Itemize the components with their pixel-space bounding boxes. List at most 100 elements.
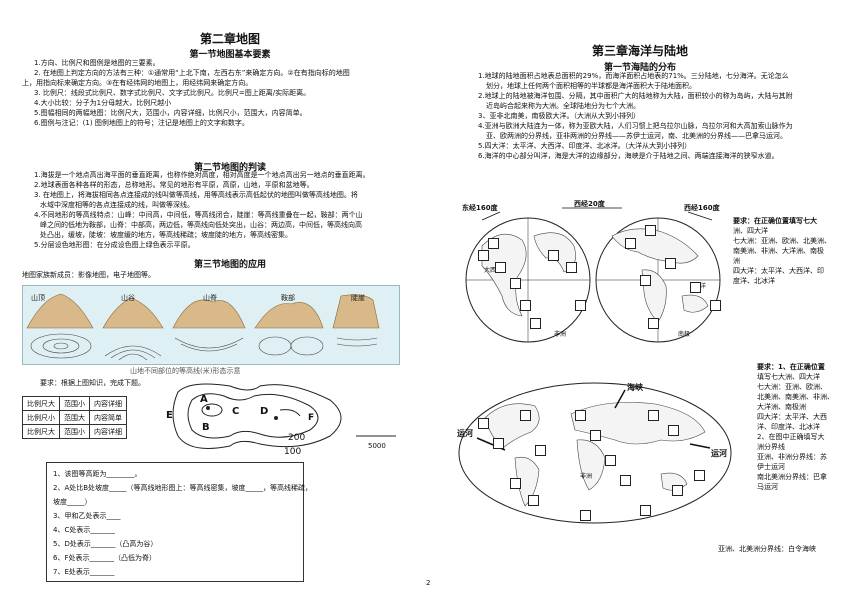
answer-box[interactable] [510, 278, 521, 289]
question-6: 6、F处表示_______（凸低为脊） [53, 554, 156, 562]
right-line-2: 划分，地球上任何两个面积相等的半球都是海洋面积大于陆地面积。 [486, 82, 696, 90]
answer-box[interactable] [645, 225, 656, 236]
req2-line: 南北美洲分界线：巴拿 [757, 473, 827, 481]
hemi-label-nanji: 南极 [678, 330, 690, 338]
hemi-label-east160: 东经160度 [462, 203, 499, 212]
sec2-line-4: 水域中深度相等的各点连接成的线，叫做等深线。 [40, 201, 194, 209]
table-cell: 比例尺小 [22, 410, 60, 425]
answer-box[interactable] [520, 300, 531, 311]
question-2: 2、A处比B处坡度_____（等高线地形图上：等高线密集，坡度_____，等高线… [53, 484, 313, 492]
terrain-label-peak: 山顶 [31, 293, 45, 302]
right-sec1-title: 第一节海陆的分布 [603, 63, 676, 73]
req2-line: 洋、印度洋、北冰洋 [757, 423, 820, 431]
scale-table: 比例尺大 范围小 内容详细 比例尺小 范围大 内容简单 比例尺大 范围小 内容详… [22, 396, 127, 439]
right-line-9: 6.海洋的中心部分叫洋，海是大洋的边缘部分，海峡是介于陆地之间、两端连接海洋的狭… [478, 152, 779, 160]
answer-box[interactable] [548, 250, 559, 261]
req2-line: 四大洋：太平洋、大西 [757, 413, 827, 421]
map-letter-a: A [200, 394, 208, 405]
answer-box[interactable] [575, 300, 586, 311]
req1-line: 洲、四大洋 [733, 227, 768, 235]
sec1-line-7: 6.图例与注记：(1) 图例地图上的符号；注记是地图上的文字和数字。 [34, 119, 249, 127]
answer-box[interactable] [478, 418, 489, 429]
answer-box[interactable] [668, 425, 679, 436]
world-label-canal-2: 运河 [711, 448, 727, 458]
answer-box[interactable] [640, 505, 651, 516]
answer-box[interactable] [672, 485, 683, 496]
terrain-label-ridge: 山脊 [203, 293, 217, 302]
hemi-label-west160: 西经160度 [684, 203, 721, 212]
chapter2-title: 第二章地图 [199, 32, 260, 46]
terrain-caption: 山地不同部位的等高线(米)形态示意 [130, 367, 241, 375]
terrain-illustration: 山顶 山谷 山脊 鞍部 陡崖 [22, 285, 400, 365]
map-letter-f: F [308, 413, 314, 423]
answer-box[interactable] [566, 262, 577, 273]
answer-box[interactable] [694, 470, 705, 481]
sec2-line-1: 1.海拔是一个地点高出海平面的垂直距离，也称作绝对高度，相对高度是一个地点高出另… [34, 171, 370, 179]
terrain-label-saddle: 鞍部 [281, 293, 295, 302]
answer-box[interactable] [580, 510, 591, 521]
sec1-line-3: 上，用指向标来确定方向。③在有经纬网的地图上，用经纬网来确定方向。 [22, 79, 253, 87]
right-line-3: 2.地球上的陆地被海洋包围、分隔，其中面积广大的陆地称为大陆，面积较小的称为岛屿… [478, 92, 793, 100]
contour-map: A B C D E F 200 100 5000 [166, 383, 396, 454]
req2-line: 七大洲：亚洲、欧洲、 [757, 383, 827, 391]
req2-line: 马运河 [757, 483, 778, 491]
sec2-line-6: 峰之间的低地为鞍部，山脊：中部高，两边低，等高线向低处突出，山谷：两边高，中间低… [40, 221, 362, 229]
table-cell: 范围小 [59, 424, 90, 439]
sec2-body: 1.海拔是一个地点高出海平面的垂直距离，也称作绝对高度，相对高度是一个地点高出另… [22, 170, 422, 250]
req2-line: 2、在图中正确填写大 [757, 433, 825, 441]
table-row: 比例尺大 范围小 内容详细 [22, 396, 127, 411]
answer-box[interactable] [520, 410, 531, 421]
hemi-label-atlantic: 大西洋 [484, 266, 502, 274]
answer-box[interactable] [690, 282, 701, 293]
world-label-canal-1: 运河 [457, 428, 473, 438]
req1-line: 七大洲：亚洲、欧洲、北美洲、 [733, 237, 831, 245]
question-1: 1、该图等高距为________。 [53, 470, 142, 478]
contour-value-100: 100 [284, 447, 301, 454]
hemi-label-feizhou: 非洲 [554, 330, 566, 338]
req1-block: 要求：在正确位置填写七大 洲、四大洋 七大洲：亚洲、欧洲、北美洲、 南美洲、非洲… [733, 216, 831, 286]
answer-box[interactable] [605, 455, 616, 466]
answer-box[interactable] [710, 300, 721, 311]
terrain-svg: 山顶 山谷 山脊 鞍部 陡崖 [26, 293, 380, 361]
answer-box[interactable] [648, 318, 659, 329]
req2-block: 要求：1、在正确位置 填写七大洲、四大洋 七大洲：亚洲、欧洲、 北美洲、南美洲、… [757, 362, 834, 492]
sec1-body: 1.方向、比例尺和图例是地图的三要素。 2. 在地图上判定方向的方法有三种：①通… [22, 58, 422, 128]
answer-box[interactable] [528, 495, 539, 506]
map-letter-e: E [166, 410, 173, 421]
answer-box[interactable] [625, 238, 636, 249]
sec2-line-7: 处凸出，缓坡，陡坡：坡度缓的地方，等高线稀疏；坡度陡的地方，等高线密集。 [40, 231, 292, 239]
right-body: 1.地球的陆地面积占地表总面积的29%，而海洋面积占地表的71%。三分陆地，七分… [478, 71, 848, 161]
right-line-5: 3、亚非北南美，南极欧大洋。（大洲从大到小排列） [478, 112, 640, 120]
question-7: 7、E处表示_______ [53, 568, 115, 576]
hemi-label-west20: 西经20度 [574, 199, 606, 208]
answer-box[interactable] [575, 410, 586, 421]
sec1-line-5: 4.大小比较：分子为1分母越大，比例尺越小 [34, 99, 172, 107]
answer-box[interactable] [478, 250, 489, 261]
answer-box[interactable] [620, 475, 631, 486]
answer-box[interactable] [510, 478, 521, 489]
answer-box[interactable] [495, 262, 506, 273]
contour-value-200: 200 [288, 433, 305, 443]
answer-box[interactable] [530, 318, 541, 329]
terrain-label-cliff: 陡崖 [351, 293, 365, 302]
answer-box[interactable] [590, 430, 601, 441]
answer-box[interactable] [488, 238, 499, 249]
table-cell: 范围大 [59, 410, 90, 425]
chapter3-title: 第三章海洋与陆地 [591, 44, 688, 58]
table-cell: 内容详细 [89, 424, 127, 439]
answer-box[interactable] [665, 258, 676, 269]
question-4: 4、C处表示_______ [53, 526, 115, 534]
question-box: 1、该图等高距为________。 2、A处比B处坡度_____（等高线地形图上… [46, 462, 313, 582]
answer-box[interactable] [648, 410, 659, 421]
answer-box[interactable] [535, 445, 546, 456]
right-line-1: 1.地球的陆地面积占地表总面积的29%，而海洋面积占地表的71%。三分陆地，七分… [478, 72, 789, 80]
bottom-note: 亚洲、北美洲分界线：白令海峡 [718, 545, 816, 553]
sec2-line-2: 2.地球表面各种各样的形态，总称地形。常见的地形有平原，高原，山地，平原和盆地等… [34, 181, 314, 189]
sec1-line-4: 3. 比例尺：线段式比例尺、数字式比例尺、文字式比例尺。比例尺=图上距离/实际距… [34, 89, 311, 97]
answer-box[interactable] [640, 275, 651, 286]
sec1-line-1: 1.方向、比例尺和图例是地图的三要素。 [34, 59, 160, 67]
req1-line: 南美洲、非洲、大洋洲、南极 [733, 247, 824, 255]
question-2b: 坡度_____） [53, 498, 92, 506]
answer-box[interactable] [493, 438, 504, 449]
sec1-title: 第一节地图基本要素 [189, 50, 271, 60]
